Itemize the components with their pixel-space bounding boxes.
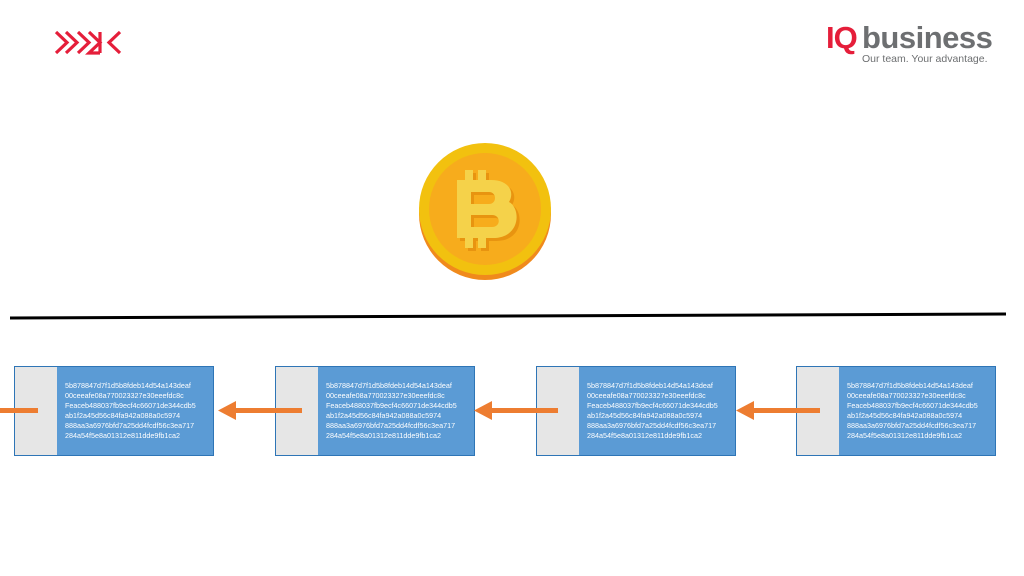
block-body: 5b878847d7f1d5b8fdeb14d54a143deaf 00ceea… xyxy=(57,366,214,456)
arrow-left-icon xyxy=(736,401,820,420)
block-body: 5b878847d7f1d5b8fdeb14d54a143deaf 00ceea… xyxy=(318,366,475,456)
chain-block: 5b878847d7f1d5b8fdeb14d54a143deaf 00ceea… xyxy=(796,366,996,456)
block-hash-text: 5b878847d7f1d5b8fdeb14d54a143deaf 00ceea… xyxy=(587,381,718,440)
block-body: 5b878847d7f1d5b8fdeb14d54a143deaf 00ceea… xyxy=(579,366,736,456)
block-hash-text: 5b878847d7f1d5b8fdeb14d54a143deaf 00ceea… xyxy=(847,381,978,440)
brand-tagline: Our team. Your advantage. xyxy=(862,53,988,65)
arrow-left-icon xyxy=(218,401,302,420)
chain-block: 5b878847d7f1d5b8fdeb14d54a143deaf 00ceea… xyxy=(275,366,475,456)
arrow-left-icon xyxy=(474,401,558,420)
block-body: 5b878847d7f1d5b8fdeb14d54a143deaf 00ceea… xyxy=(839,366,996,456)
bitcoin-coin-icon xyxy=(419,143,551,280)
block-hash-text: 5b878847d7f1d5b8fdeb14d54a143deaf 00ceea… xyxy=(326,381,457,440)
chevron-arrows-logo-icon xyxy=(54,30,122,55)
brand-business-text: business xyxy=(862,20,993,55)
chain-block: 5b878847d7f1d5b8fdeb14d54a143deaf 00ceea… xyxy=(14,366,214,456)
brand-iq-text: IQ xyxy=(826,20,858,55)
arrow-left-icon xyxy=(0,408,38,413)
iqbusiness-logo: IQ business Our team. Your advantage. xyxy=(824,20,994,66)
block-hash-text: 5b878847d7f1d5b8fdeb14d54a143deaf 00ceea… xyxy=(65,381,196,440)
chain-block: 5b878847d7f1d5b8fdeb14d54a143deaf 00ceea… xyxy=(536,366,736,456)
